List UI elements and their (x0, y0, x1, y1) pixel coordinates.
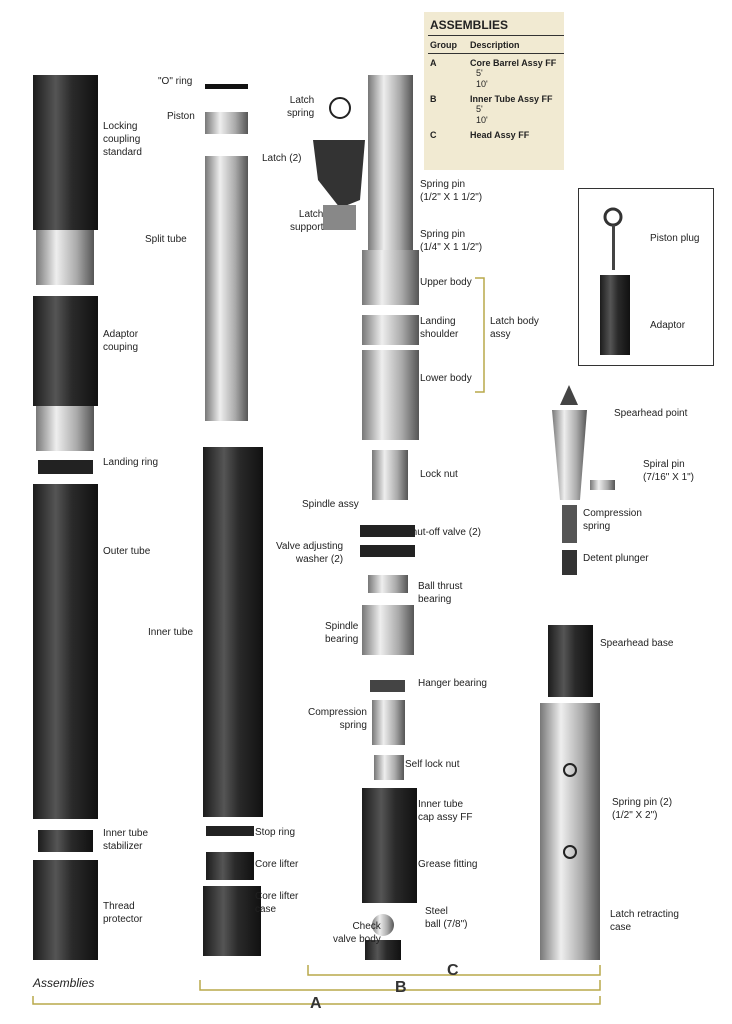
label-stop-ring: Stop ring (255, 827, 296, 838)
label-group-a: A (310, 995, 322, 1012)
label-valve-washer: Valve adjusting washer (2) (276, 541, 344, 565)
label-locking-coupling: Locking coupling standard (103, 121, 142, 158)
label-spearhead-point: Spearhead point (614, 408, 688, 419)
label-shutoff-valve: Shut-off valve (2) (405, 527, 481, 538)
assembly-brackets (32, 277, 601, 1005)
desc: Inner Tube Assy FF (470, 94, 553, 104)
label-upper-body: Upper body (420, 277, 472, 288)
label-compression-spring-2: Compression spring (583, 508, 642, 532)
sub: 5' (476, 68, 483, 78)
label-check-valve: Check valve body (333, 921, 381, 945)
label-adaptor-coupling: Adaptor couping (103, 329, 139, 353)
table-header: Group Description (430, 40, 564, 50)
label-spearhead-base: Spearhead base (600, 638, 674, 649)
label-landing-ring: Landing ring (103, 457, 159, 468)
label-outer-tube: Outer tube (103, 546, 151, 557)
label-spring-pin-1: Spring pin (1/2" X 1 1/2") (420, 179, 483, 203)
label-self-lock-nut: Self lock nut (405, 759, 460, 770)
label-o-ring: "O" ring (158, 76, 193, 87)
label-compression-spring: Compression spring (308, 707, 367, 731)
outer-assembly-parts (33, 75, 98, 960)
label-hanger-bearing: Hanger bearing (418, 678, 487, 689)
group: A (430, 58, 437, 68)
group: B (430, 94, 437, 104)
label-thread-protector: Thread protector (103, 901, 143, 925)
col-group: Group (430, 40, 457, 50)
label-group-c: C (447, 962, 459, 979)
label-ball-thrust: Ball thrust bearing (418, 581, 463, 605)
label-steel-ball: Steel ball (7/8") (425, 906, 468, 930)
label-latch: Latch (2) (262, 153, 302, 164)
label-core-lifter: Core lifter (255, 859, 299, 870)
sub: 10' (476, 115, 488, 125)
label-inner-tube-stabilizer: Inner tube stabilizer (103, 828, 149, 852)
desc: Core Barrel Assy FF (470, 58, 557, 68)
label-latch-spring: Latch spring (287, 95, 315, 119)
label-detent-plunger: Detent plunger (583, 553, 649, 564)
table-title: ASSEMBLIES (430, 18, 509, 32)
label-latch-retracting-case: Latch retracting case (610, 909, 679, 933)
label-spindle-bearing: Spindle bearing (325, 621, 359, 645)
label-split-tube: Split tube (145, 234, 187, 245)
label-piston: Piston (167, 111, 195, 122)
assemblies-table: ASSEMBLIES Group Description A Core Barrel… (424, 12, 564, 170)
label-group-b: B (395, 979, 407, 996)
spearhead-parts (540, 207, 630, 960)
label-core-lifter-case: Core lifter case (255, 891, 299, 915)
sub: 5' (476, 104, 483, 114)
label-latch-support: Latch support (290, 209, 324, 233)
col-desc: Description (470, 40, 520, 50)
label-cap-assy: Inner tube cap assy FF (418, 799, 473, 823)
label-latch-body-assy: Latch body assy (490, 316, 539, 340)
label-spring-pin-3: Spring pin (2) (1/2" X 2") (612, 797, 673, 821)
label-piston-plug: Piston plug (650, 233, 700, 244)
table-row: C Head Assy FF (430, 130, 564, 140)
latch-parts (313, 97, 365, 230)
group: C (430, 130, 437, 140)
label-grease-fitting: Grease fitting (418, 859, 478, 870)
sub: 10' (476, 79, 488, 89)
label-landing-shoulder: Landing shoulder (420, 316, 459, 340)
label-spiral-pin: Spiral pin (7/16" X 1") (643, 459, 695, 483)
label-lower-body: Lower body (420, 373, 472, 384)
label-spring-pin-2: Spring pin (1/4" X 1 1/2") (420, 229, 483, 253)
label-adaptor: Adaptor (650, 320, 686, 331)
label-assemblies: Assemblies (33, 976, 95, 990)
table-row: A Core Barrel Assy FF (430, 58, 564, 68)
piston-plug-inset (578, 188, 714, 366)
head-assembly-parts (360, 75, 419, 960)
label-lock-nut: Lock nut (420, 469, 458, 480)
label-inner-tube: Inner tube (148, 627, 194, 638)
inner-tube-assembly-parts (203, 84, 263, 956)
desc: Head Assy FF (470, 130, 530, 140)
label-spindle-assy: Spindle assy (302, 499, 359, 510)
table-row: B Inner Tube Assy FF (430, 94, 564, 104)
